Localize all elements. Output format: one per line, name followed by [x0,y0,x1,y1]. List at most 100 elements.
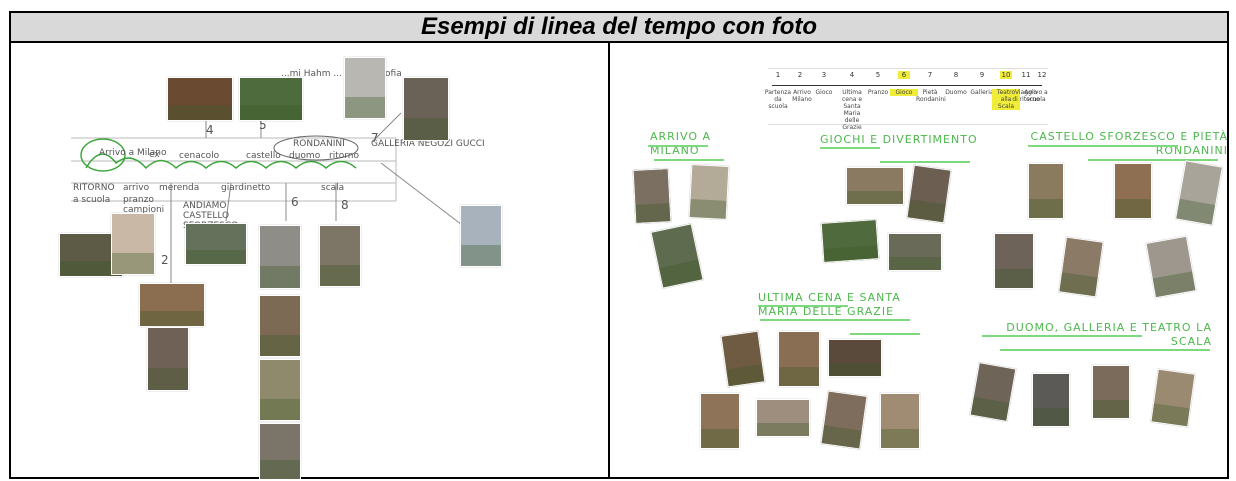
arrow-number-5: 5 [259,118,267,132]
label-duomo: duomo [289,151,321,161]
photo-castello-5 [1058,236,1104,298]
tl-num-1: 1 [775,71,781,79]
photo-duomo-1 [969,362,1017,422]
figure-header: Esempi di linea del tempo con foto [11,13,1227,43]
figure-title: Esempi di linea del tempo con foto [420,13,818,40]
tl-label-5: Pranzo [867,89,889,96]
photo-tower-2 [259,359,301,421]
group-underline-cena-3 [850,333,920,335]
tl-num-4: 4 [849,71,855,79]
tl-num-11: 11 [1021,71,1031,79]
photo-duomo-4 [1150,368,1196,428]
group-underline-cena-2 [760,319,910,321]
panel-divider [608,43,610,479]
photo-arrivo-1 [632,168,672,224]
group-underline-castello-2 [1088,159,1218,161]
tl-label-3: Gioco [815,89,833,96]
photo-giochi-group [846,167,904,205]
tl-label-7: Pietà Rondanini [916,89,946,103]
photo-castello-1 [1028,163,1064,219]
group-underline-arrivo-1 [648,145,708,147]
photo-castello-4 [994,233,1034,289]
arrow-number-7: 7 [371,131,379,145]
figure-frame: Esempi di linea del tempo con foto ...m [9,11,1229,479]
photo-castello-3 [1175,160,1223,226]
tl-label-11: Viaggio di ritorno [1012,89,1040,103]
tl-num-8: 8 [953,71,959,79]
tl-label-4: Ultima cena e Santa Maria delle Grazie [841,89,863,131]
left-timeline-panel: ...mi Hahm ... Tiziana Sofia Arrivo a Mi… [11,43,608,479]
label-ritorno: ritorno [329,151,359,161]
photo-giochi-kids [888,233,942,271]
photo-duomo-2 [1032,373,1070,427]
tl-num-10: 10 [1000,71,1012,79]
photo-duomo-3 [1092,365,1130,419]
photo-cenacolo [167,77,233,121]
photo-cena-7 [880,393,920,449]
label-row3-pranzo: pranzo [123,195,154,205]
group-underline-giochi-1 [820,147,880,149]
arrow-number-2: 2 [161,253,169,267]
photo-tower-1 [259,295,301,357]
tl-label-6: Gioco [890,89,918,96]
group-underline-arrivo-2 [654,159,724,161]
group-title-giochi: GIOCHI E DIVERTIMENTO [820,133,978,146]
photo-cena-4 [700,393,740,449]
photo-castello-6 [1145,235,1197,299]
label-galleria: GALLERIA NEGOZI GUCCI [371,139,485,149]
tl-num-6: 6 [898,71,910,79]
label-rondanini: RONDANINI [293,139,345,149]
photo-arrivo-2 [688,164,730,220]
photo-galleria [403,77,449,141]
photo-pieta [259,225,301,289]
group-title-castello: CASTELLO SFORZESCO E PIETÀ RONDANINI [1030,130,1227,157]
photo-cena-6 [820,390,868,450]
label-row2-ritorno: RITORNO [73,183,115,193]
tl-num-12: 12 [1037,71,1047,79]
arrow-number-6: 6 [291,195,299,209]
tl-num-5: 5 [875,71,881,79]
group-underline-giochi-2 [880,161,970,163]
tl-label-12: Arrivo a scuola [1024,89,1048,103]
photo-giochi-selfie [906,164,952,224]
photo-group-sitting [139,283,205,327]
group-underline-duomo-2 [1000,349,1210,351]
label-castello: castello [246,151,281,161]
photo-castello-courtyard [239,77,303,121]
tl-num-7: 7 [927,71,933,79]
label-row2-scala: scala [321,183,345,193]
tl-label-1: Partenza da scuola [764,89,792,110]
printed-timeline: 1 2 3 4 5 6 7 8 9 10 11 12 Partenza da s… [765,68,1048,131]
tl-label-10: Teatro alla Scala [992,89,1020,110]
label-row2-merenda: merenda [159,183,200,193]
group-title-duomo: DUOMO, GALLERIA E TEATRO LA SCALA [1006,321,1212,348]
photo-cena-5 [756,399,810,437]
photo-arrivo-3 [650,223,704,289]
photo-tower-3 [259,423,301,479]
photo-group-castello [185,223,247,265]
photo-cena-1 [720,330,766,388]
photo-scala [319,225,361,287]
photo-statue [460,205,502,267]
label-ex: ex [149,150,160,160]
group-title-arrivo: ARRIVO A MILANO [650,130,712,157]
group-underline-cena-1 [758,305,848,307]
label-row2-giardinetto: giardinetto [221,183,271,193]
tl-num-9: 9 [979,71,985,79]
label-row3-scuola: a scuola [73,195,111,205]
tl-label-2: Arrivo Milano [792,89,812,103]
group-underline-castello-1 [1028,145,1178,147]
photo-giochi-garden [820,219,880,263]
arrow-number-4: 4 [206,123,214,137]
tl-num-3: 3 [821,71,827,79]
group-underline-duomo-1 [982,335,1142,337]
group-title-ultima-cena: ULTIMA CENA E SANTA MARIA DELLE GRAZIE [758,291,901,318]
photo-arch [111,213,155,275]
label-cenacolo: cenacolo [179,151,220,161]
label-row3-campioni: campioni [123,205,165,215]
tl-label-9: Galleria [970,89,994,96]
label-arrivo: Arrivo a Milano [99,148,167,158]
label-row2-arrivo: arrivo [123,183,150,193]
tl-label-8: Duomo [945,89,967,96]
tl-num-2: 2 [797,71,803,79]
